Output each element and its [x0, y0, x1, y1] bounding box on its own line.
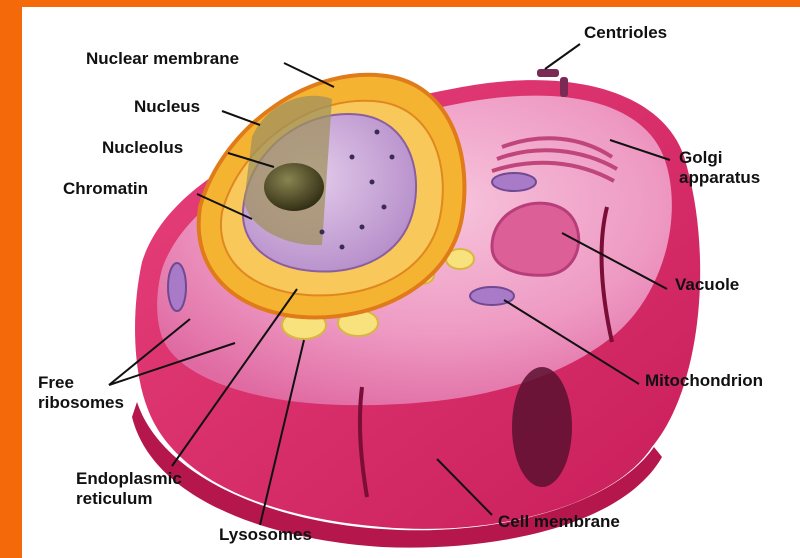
label-endoplasmic-reticulum: Endoplasmic reticulum: [76, 469, 182, 509]
label-cell-membrane: Cell membrane: [498, 512, 620, 532]
label-golgi-line2: apparatus: [679, 168, 760, 188]
label-free-ribosomes-line2: ribosomes: [38, 393, 124, 413]
diagram-frame: Nuclear membrane Nucleus Nucleolus Chrom…: [22, 7, 800, 558]
label-vacuole: Vacuole: [675, 275, 739, 295]
label-nucleolus: Nucleolus: [102, 138, 183, 158]
label-golgi-line1: Golgi: [679, 148, 760, 168]
label-nuclear-membrane: Nuclear membrane: [86, 49, 239, 69]
label-golgi-apparatus: Golgi apparatus: [679, 148, 760, 188]
label-mitochondrion: Mitochondrion: [645, 371, 763, 391]
label-chromatin: Chromatin: [63, 179, 148, 199]
label-lysosomes: Lysosomes: [219, 525, 312, 545]
label-nucleus: Nucleus: [134, 97, 200, 117]
label-free-ribosomes-line1: Free: [38, 373, 124, 393]
nucleolus: [264, 163, 324, 211]
label-er-line2: reticulum: [76, 489, 182, 509]
label-centrioles: Centrioles: [584, 23, 667, 43]
label-er-line1: Endoplasmic: [76, 469, 182, 489]
cytoskeleton-patch: [512, 367, 572, 487]
label-free-ribosomes: Free ribosomes: [38, 373, 124, 413]
